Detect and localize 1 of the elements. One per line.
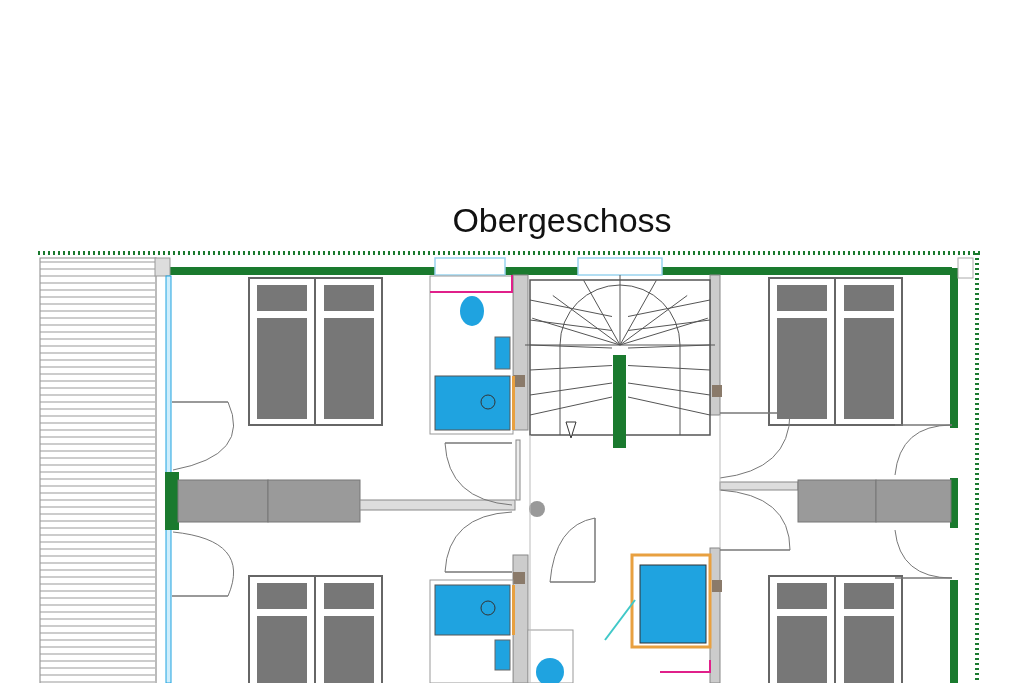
- plan-title: Obergeschoss: [451, 200, 673, 241]
